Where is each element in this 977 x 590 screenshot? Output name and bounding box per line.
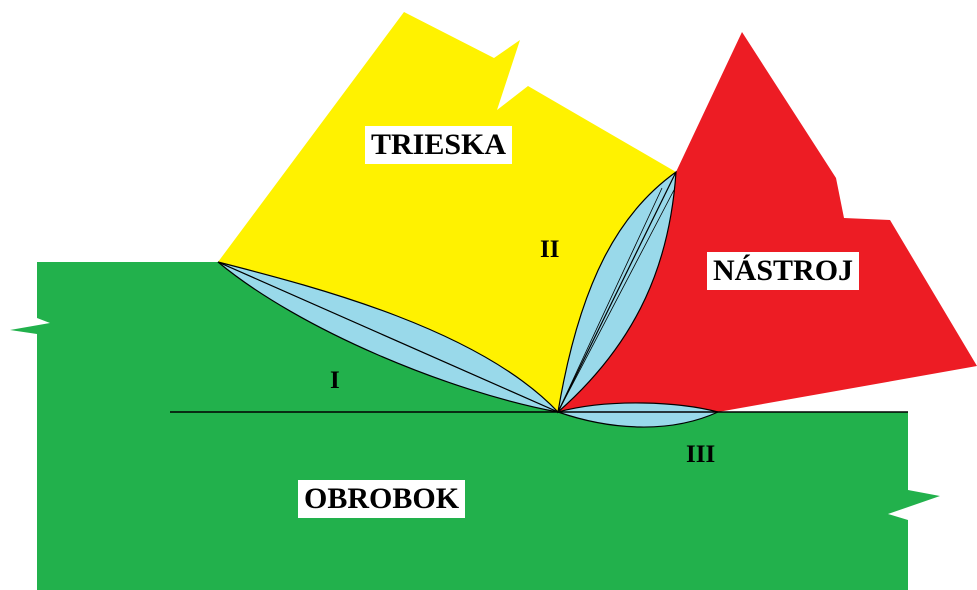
zone-2-line-b (557, 187, 663, 413)
tool-label: NÁSTROJ (707, 252, 860, 290)
tool-shape (558, 32, 977, 412)
zone-1-label: I (330, 367, 340, 394)
zone-1-inner-line (217, 261, 559, 413)
workpiece-label: OBROBOK (298, 480, 466, 518)
chip-label: TRIESKA (365, 126, 513, 164)
zone-3-label: III (686, 441, 716, 468)
zone-2-label: II (540, 236, 560, 263)
zone-2-line-a (557, 171, 677, 413)
zone-2-line-c (557, 189, 675, 413)
workpiece-shape (10, 262, 940, 590)
